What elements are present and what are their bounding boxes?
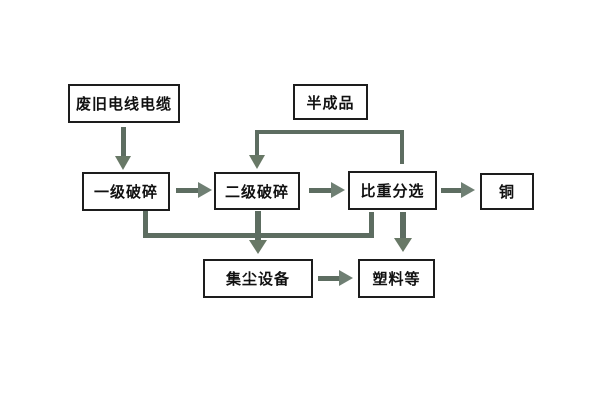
node-plastics-label: 塑料等	[372, 270, 421, 288]
node-dust-collector: 集尘设备	[203, 259, 313, 298]
arrow-right-icon	[331, 182, 345, 198]
arrow-right-icon	[198, 182, 212, 198]
node-dust-collector-label: 集尘设备	[225, 270, 290, 288]
edge-primary-to-dust-vertical	[143, 211, 148, 237]
edge-gravity-to-dust-vertical	[369, 212, 374, 238]
arrow-down-icon	[394, 238, 412, 252]
node-copper: 铜	[480, 173, 534, 210]
node-waste-cable-label: 废旧电线电缆	[75, 95, 172, 113]
edge-gravity-to-copper-shaft	[441, 188, 462, 193]
node-secondary-crushing: 二级破碎	[214, 172, 300, 210]
edge-semi-loop-horizontal	[255, 130, 404, 134]
arrow-down-icon	[249, 155, 265, 169]
edge-primary-to-secondary-shaft	[176, 188, 199, 193]
node-gravity-separation: 比重分选	[348, 171, 437, 210]
arrow-down-icon	[249, 240, 267, 254]
arrow-down-icon	[115, 156, 131, 170]
edge-secondary-to-gravity-shaft	[309, 188, 332, 193]
node-plastics: 塑料等	[358, 259, 435, 298]
edge-gravity-to-plastics-shaft	[400, 212, 406, 240]
node-copper-label: 铜	[498, 183, 515, 201]
node-semi-finished: 半成品	[293, 84, 368, 120]
node-semi-finished-label: 半成品	[306, 93, 355, 112]
node-primary-crushing-label: 一级破碎	[93, 183, 158, 201]
arrow-right-icon	[461, 182, 475, 198]
edge-dust-to-plastics-shaft	[318, 276, 340, 281]
edge-waste-to-primary-shaft	[121, 127, 126, 158]
arrow-right-icon	[339, 270, 353, 286]
node-secondary-crushing-label: 二级破碎	[224, 182, 289, 201]
edge-gravity-to-semi-vertical	[400, 130, 404, 164]
edge-semi-to-secondary-vertical	[255, 130, 259, 157]
edge-secondary-to-dust-shaft	[255, 211, 261, 242]
node-gravity-separation-label: 比重分选	[360, 182, 425, 200]
node-waste-cable: 废旧电线电缆	[68, 84, 180, 123]
node-primary-crushing: 一级破碎	[82, 172, 170, 211]
